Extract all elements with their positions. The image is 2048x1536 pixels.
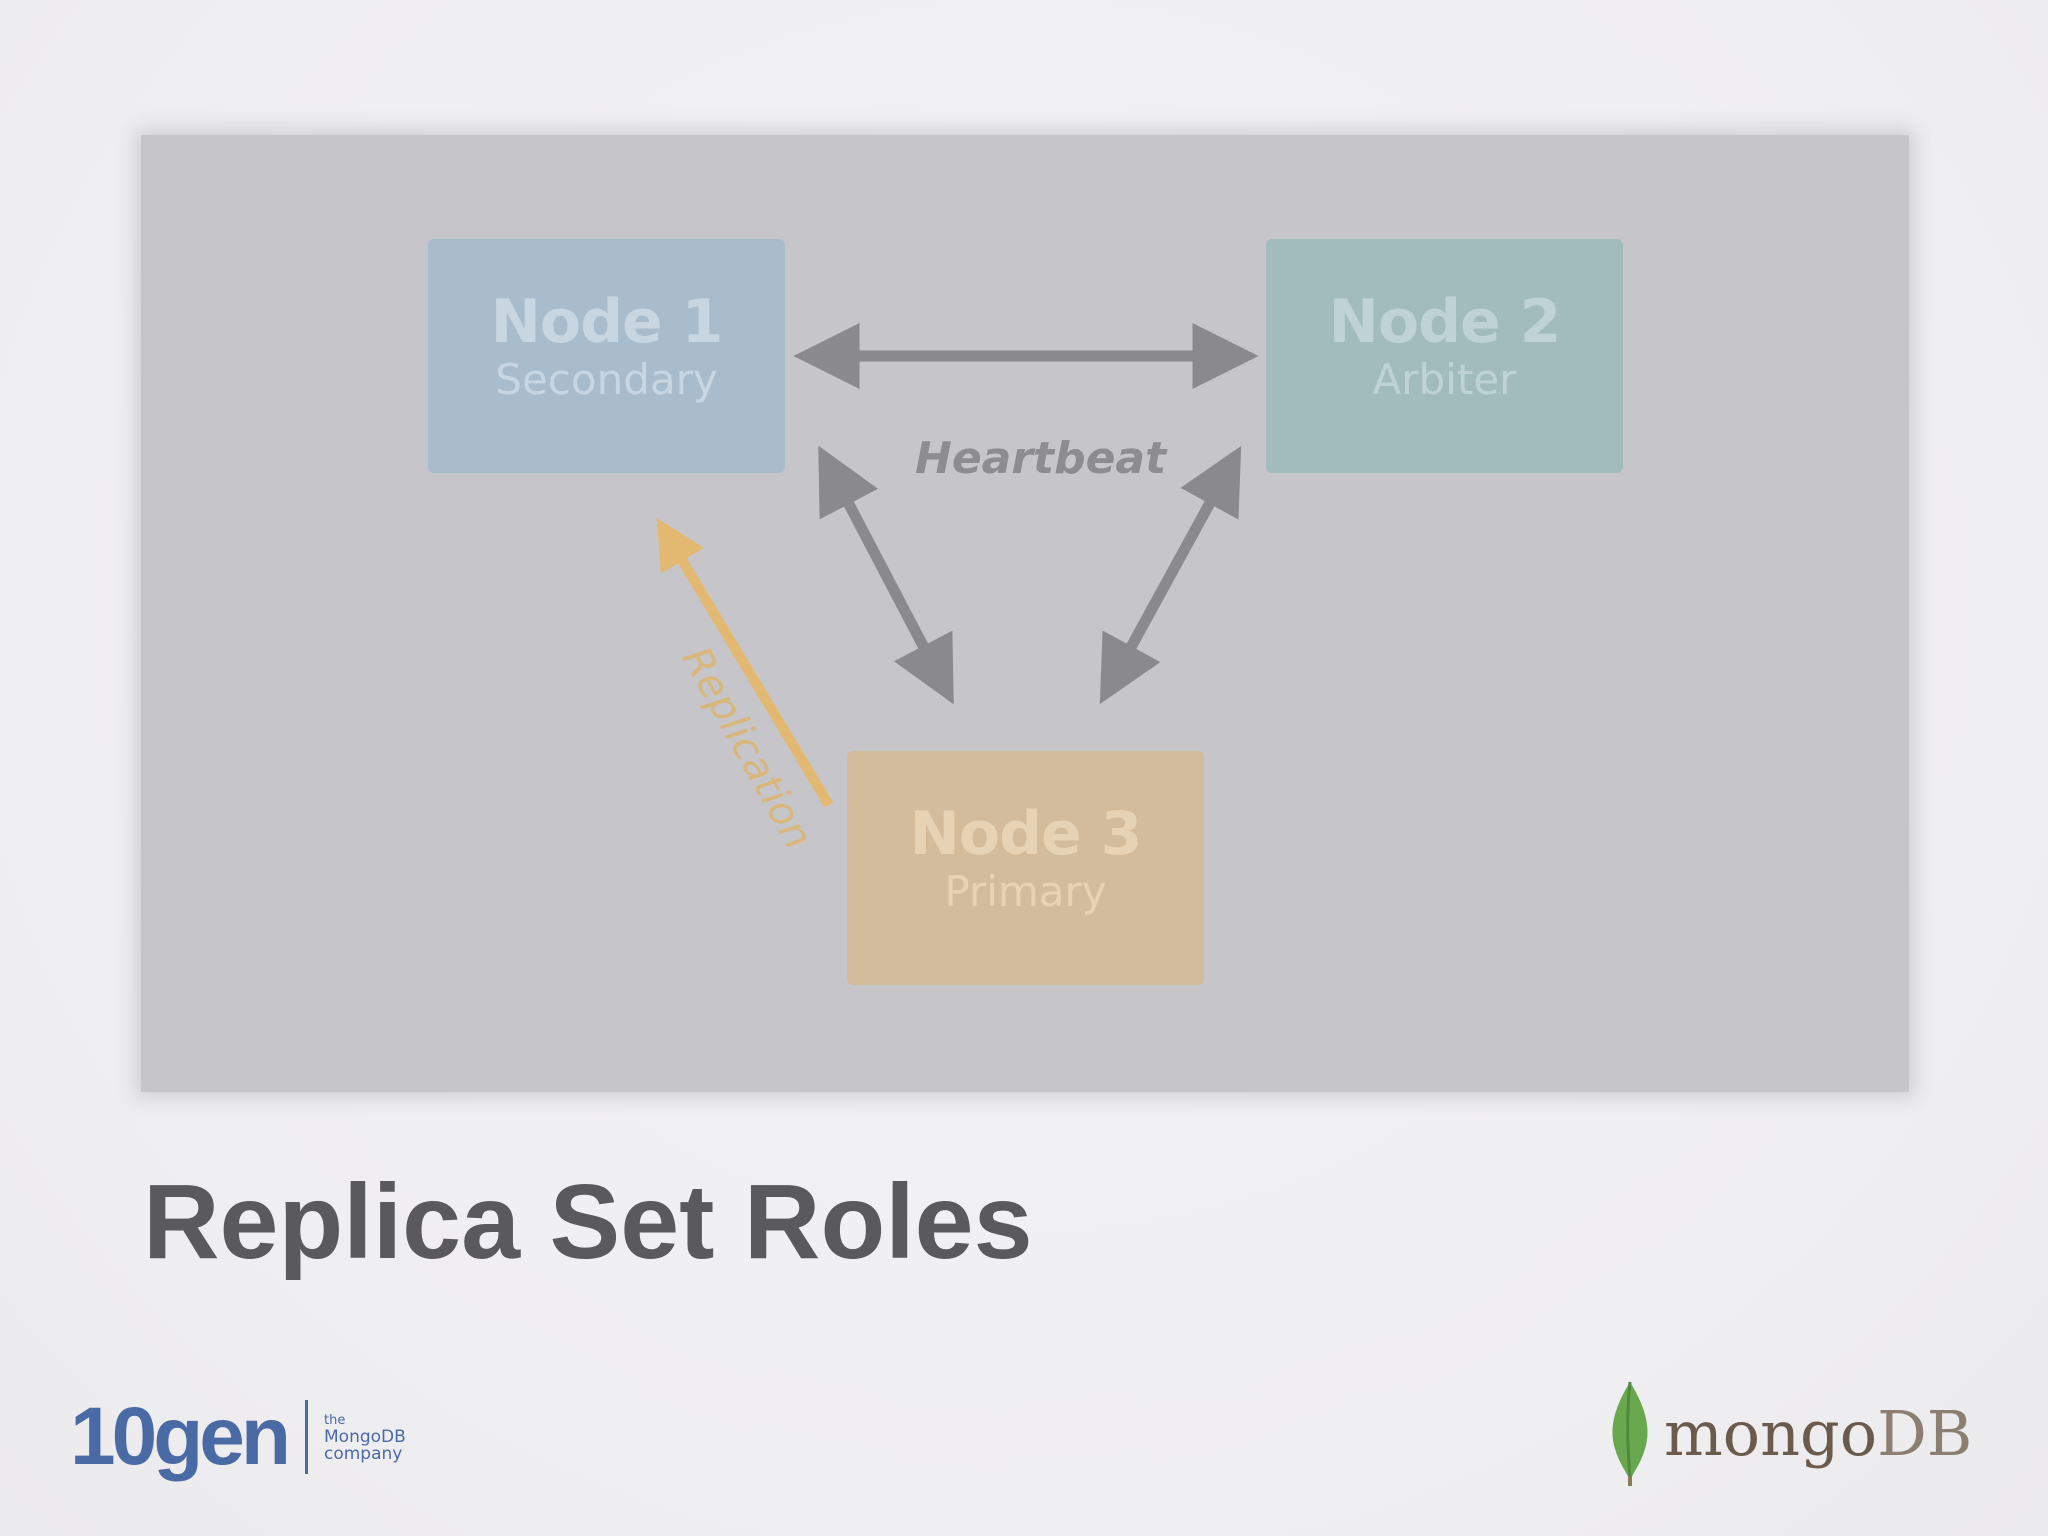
slide-title: Replica Set Roles (143, 1163, 1033, 1281)
diagram-panel: Node 1 Secondary Node 2 Arbiter Node 3 P… (141, 135, 1909, 1092)
10gen-wordmark: 10gen (70, 1391, 291, 1482)
tagline-mongodb: MongoDB (324, 1426, 406, 1447)
node-3-primary: Node 3 Primary (847, 751, 1204, 985)
node-1-secondary: Node 1 Secondary (428, 239, 785, 473)
heartbeat-label: Heartbeat (915, 433, 1167, 484)
mongo-text: mongo (1664, 1396, 1878, 1470)
node-role: Secondary (495, 355, 718, 404)
logo-divider (305, 1400, 308, 1474)
node-2-arbiter: Node 2 Arbiter (1266, 239, 1623, 473)
node-title: Node 2 (1328, 287, 1562, 357)
tagline-the: the (324, 1412, 346, 1428)
node-title: Node 1 (490, 287, 724, 357)
heartbeat-arrow-node1-node3 (818, 445, 954, 705)
10gen-tagline: the MongoDB company (324, 1412, 406, 1463)
mongodb-wordmark: mongoDB (1664, 1397, 1972, 1470)
10gen-logo: 10gen the MongoDB company (70, 1391, 406, 1482)
heartbeat-arrow-node2-node3 (1099, 445, 1242, 705)
diagram-arrows (656, 323, 1259, 808)
leaf-icon (1612, 1381, 1648, 1486)
node-role: Primary (944, 867, 1107, 916)
mongodb-logo: mongoDB (1604, 1378, 1972, 1488)
node-title: Node 3 (909, 799, 1143, 869)
replication-arrow-node3-node1 (656, 517, 834, 808)
tagline-company: company (324, 1443, 403, 1464)
node-role: Arbiter (1372, 355, 1517, 404)
db-text: DB (1877, 1396, 1973, 1470)
